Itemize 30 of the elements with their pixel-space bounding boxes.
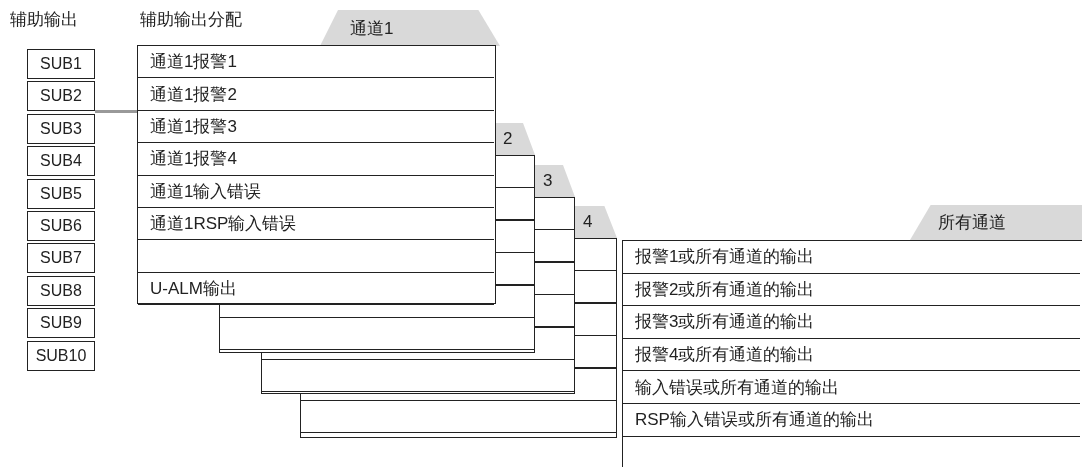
table-row: 输入错误或所有通道的输出: [623, 371, 1080, 404]
output-box: SUB9: [27, 308, 95, 339]
output-box: SUB4: [27, 146, 95, 177]
output-box: SUB1: [27, 49, 95, 79]
output-box: SUB2: [27, 81, 95, 112]
output-box: SUB6: [27, 211, 95, 241]
table-row: RSP输入错误或所有通道的输出: [623, 404, 1080, 437]
table-row: 通道1报警1: [138, 46, 494, 79]
column-heading: 辅助输出分配: [140, 9, 242, 31]
output-box: SUB10: [27, 340, 95, 371]
table-row: 通道1RSP输入错误: [138, 208, 494, 241]
channel-tab: 4: [575, 206, 617, 238]
table-row: 报警4或所有通道的输出: [623, 338, 1080, 372]
channel-tab: 2: [495, 123, 535, 155]
output-box: SUB3: [27, 113, 95, 144]
table-row: 报警3或所有通道的输出: [623, 306, 1080, 339]
output-box: SUB8: [27, 275, 95, 306]
connector-line: [95, 109, 138, 113]
channel-tab: 所有通道: [910, 205, 1082, 240]
table-row: 报警1或所有通道的输出: [623, 241, 1080, 274]
table-row: 通道1报警2: [138, 78, 494, 111]
table-row: 通道1报警4: [138, 143, 494, 176]
table-row: 通道1报警3: [138, 110, 494, 144]
table-row: 通道1输入错误: [138, 175, 494, 208]
channel-tab: 通道1: [320, 10, 500, 46]
channel-tab: 3: [535, 165, 575, 197]
output-box: SUB5: [27, 178, 95, 209]
output-box: SUB7: [27, 243, 95, 274]
table-row: 报警2或所有通道的输出: [623, 273, 1080, 307]
column-heading: 辅助输出: [10, 9, 78, 31]
